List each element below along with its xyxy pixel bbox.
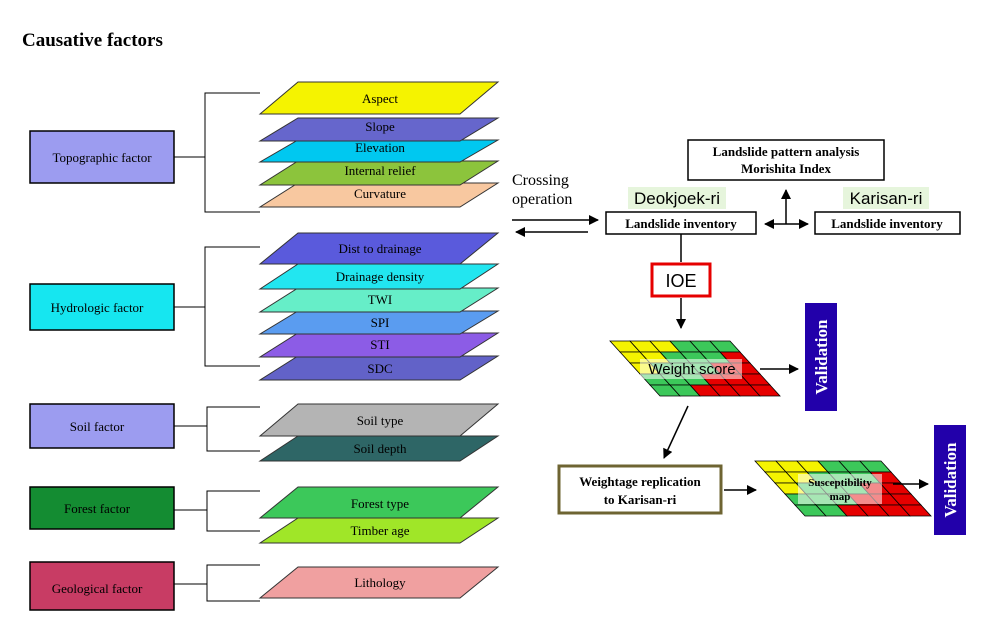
crossing-label-line1: Crossing [512, 172, 569, 189]
layer-label-aspect: Aspect [362, 91, 398, 106]
geological-factor-box: Geological factor [29, 561, 175, 611]
deokjoek-label: Deokjoek-ri [634, 189, 720, 208]
layer-label-drainage-density: Drainage density [336, 269, 425, 284]
soil-factor-box: Soil factor [29, 403, 175, 449]
topographic-bracket [204, 92, 260, 213]
layer-label-forest-type: Forest type [351, 496, 409, 511]
validation-box-1: Validation [805, 303, 837, 411]
layer-forest-type [258, 486, 500, 519]
layer-label-curvature: Curvature [354, 186, 406, 201]
replication-box: Weightage replication to Karisan-ri [557, 464, 723, 515]
pattern-analysis-line2: Morishita Index [741, 161, 831, 176]
hydrologic-factor-box: Hydrologic factor [29, 283, 175, 331]
forest-factor-label: Forest factor [64, 501, 131, 516]
layer-label-soil-depth: Soil depth [353, 441, 407, 456]
deokjoek-highlight [628, 187, 726, 209]
layer-soil-type [258, 403, 500, 437]
replication-line1: Weightage replication [579, 474, 701, 489]
ioe-box: IOE [650, 262, 712, 298]
susceptibility-label-line1: Susceptibility [808, 477, 872, 489]
layers [258, 81, 500, 599]
layer-label-elevation: Elevation [355, 140, 405, 155]
layer-aspect [258, 81, 500, 115]
layer-lithology [258, 566, 500, 599]
layer-label-dist-to-drainage: Dist to drainage [338, 241, 421, 256]
ioe-label: IOE [665, 271, 696, 291]
layer-label-twi: TWI [368, 292, 393, 307]
validation-box-2: Validation [934, 425, 966, 535]
diagram-title: Causative factors [22, 30, 163, 51]
layer-slope [258, 117, 500, 142]
soil-factor-label: Soil factor [70, 419, 125, 434]
layer-label-sti: STI [370, 337, 390, 352]
layer-label-slope: Slope [365, 119, 395, 134]
validation-label-2: Validation [941, 442, 960, 518]
forest-bracket [206, 490, 260, 532]
topographic-factor-label: Topographic factor [52, 150, 152, 165]
karisan-highlight [843, 187, 929, 209]
layer-label-timber-age: Timber age [350, 523, 409, 538]
weight-to-replication-arrow [663, 405, 689, 459]
inventory-box-right: Landslide inventory [814, 211, 961, 235]
hydrologic-factor-label: Hydrologic factor [51, 300, 144, 315]
pattern-analysis-box: Landslide pattern analysis Morishita Ind… [687, 139, 885, 181]
susceptibility-label-bg [798, 474, 882, 504]
weight-score-label: Weight score [648, 361, 735, 378]
layer-label-sdc: SDC [367, 361, 392, 376]
crossing-label-line2: operation [512, 191, 572, 208]
validation-label-1: Validation [812, 319, 831, 395]
forest-factor-box: Forest factor [29, 486, 175, 530]
inventory-right-label: Landslide inventory [831, 216, 943, 231]
karisan-label: Karisan-ri [850, 189, 923, 208]
pattern-analysis-line1: Landslide pattern analysis [713, 144, 860, 159]
layer-label-soil-type: Soil type [357, 413, 404, 428]
inventory-connectors [680, 189, 809, 262]
layer-label-lithology: Lithology [354, 575, 406, 590]
replication-line2: to Karisan-ri [604, 492, 677, 507]
layer-label-internal-relief: Internal relief [344, 163, 416, 178]
inventory-box-left: Landslide inventory [605, 211, 757, 235]
hydrologic-bracket [204, 246, 260, 367]
geological-factor-label: Geological factor [52, 581, 143, 596]
weight-score-label-bg [640, 359, 742, 379]
layer-label-spi: SPI [371, 315, 390, 330]
susceptibility-label-line2: map [830, 491, 851, 503]
layer-dist-to-drainage [258, 232, 500, 265]
crossing-arrows [512, 215, 599, 237]
inventory-left-label: Landslide inventory [625, 216, 737, 231]
soil-bracket [206, 406, 260, 452]
geological-bracket [206, 564, 260, 602]
topographic-factor-box: Topographic factor [29, 130, 175, 184]
brackets [174, 92, 260, 602]
